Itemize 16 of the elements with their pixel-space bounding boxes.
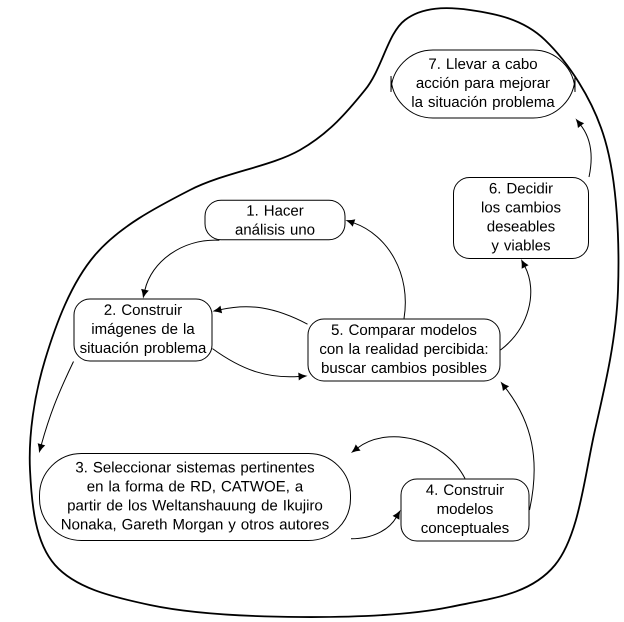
process-box: 4. Construir modelos conceptuales	[400, 478, 530, 542]
process-box: 1. Hacer análisis uno	[204, 200, 346, 240]
process-box: 2. Construir imágenes de la situación problema	[74, 298, 212, 362]
arrow	[212, 348, 306, 380]
arrow	[576, 119, 592, 178]
process-box: 5. Comparar modelos con la realidad percibida: buscar cambios posibles	[308, 318, 500, 382]
arrow	[501, 382, 535, 510]
arrow	[500, 260, 532, 350]
arrow	[38, 361, 74, 452]
arrow	[214, 306, 308, 325]
boundary-outline	[28, 7, 620, 618]
arrow	[141, 240, 220, 298]
arrow	[346, 219, 406, 319]
arrow	[352, 436, 466, 479]
process-box: 6. Decidir los cambios deseables y viables	[453, 177, 589, 259]
arrow	[350, 511, 400, 540]
